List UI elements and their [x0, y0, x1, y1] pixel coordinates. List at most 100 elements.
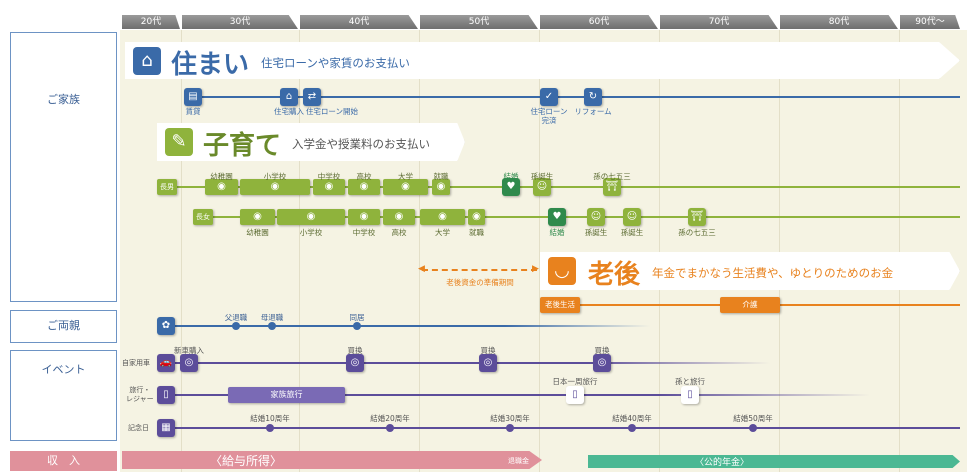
kid-event-label: 孫誕生 — [530, 172, 554, 181]
baby-icon[interactable]: ☺ — [623, 208, 641, 226]
section-event: イベント — [10, 350, 117, 441]
kids-title: 子育て — [203, 131, 282, 161]
event-dot[interactable] — [266, 424, 274, 432]
stage-label: 小学校 — [263, 172, 287, 181]
event-dot[interactable] — [749, 424, 757, 432]
stage-label: 高校 — [356, 172, 372, 181]
car-event-icon[interactable]: ◎ — [180, 354, 198, 372]
prep-period-label: 老後資金の準備期間 — [446, 278, 514, 287]
car-event-label: 買換 — [347, 346, 363, 355]
stage-label: 就職 — [469, 228, 484, 237]
loan-done-icon[interactable]: ✓ — [540, 88, 558, 106]
house-icon: ⌂ — [133, 47, 161, 75]
kid-event-label: 結婚 — [549, 228, 565, 237]
suitcase-icon[interactable]: ▯ — [157, 386, 175, 404]
stage-label: 幼稚園 — [210, 172, 233, 181]
age-header: 70代 — [660, 15, 778, 29]
parents-line — [166, 325, 650, 327]
anniversary-label: 結婚40周年 — [612, 414, 652, 423]
school-stage[interactable]: ◉ — [420, 209, 465, 225]
stage-label: 高校 — [391, 228, 407, 237]
event-dot[interactable] — [628, 424, 636, 432]
retire-banner: ◡ 老後 年金でまかなう生活費や、ゆとりのためのお金 — [540, 252, 960, 290]
baby-icon[interactable]: ☺ — [533, 178, 551, 196]
housing-line — [193, 96, 960, 98]
salary-bar — [122, 451, 542, 469]
parent-event-label: 父退職 — [224, 313, 248, 322]
gift-icon[interactable]: ▦ — [157, 419, 175, 437]
car-event-label: 新車購入 — [174, 346, 204, 355]
retire-title: 老後 — [588, 260, 641, 290]
daughter-label: 長女 — [193, 209, 213, 225]
arrow-left-icon: ◀ — [418, 264, 425, 274]
section-parents: ご両親 — [10, 310, 117, 343]
age-divider — [539, 30, 540, 472]
event-dot[interactable] — [386, 424, 394, 432]
retirement-pay-label: 退職金 — [508, 457, 529, 465]
school-stage[interactable]: ◉ — [240, 179, 310, 195]
salary-label: 〈給与所得〉 — [210, 454, 283, 468]
daughter-line — [195, 216, 960, 218]
school-stage[interactable]: ◉ — [432, 179, 450, 195]
school-stage[interactable]: ◉ — [383, 209, 415, 225]
house-icon[interactable]: ⌂ — [280, 88, 298, 106]
son-label: 長男 — [157, 179, 177, 195]
pension-label: 〈公的年金〉 — [695, 458, 750, 468]
baby-icon[interactable]: ☺ — [587, 208, 605, 226]
stage-label: 大学 — [435, 228, 450, 237]
age-header: 50代 — [420, 15, 538, 29]
school-stage[interactable]: ◉ — [348, 179, 380, 195]
car-event-icon[interactable]: ◎ — [346, 354, 364, 372]
reform-icon[interactable]: ↻ — [584, 88, 602, 106]
car-icon[interactable]: 🚗 — [157, 354, 175, 372]
kids-subtitle: 入学金や授業料のお支払い — [292, 137, 430, 151]
family-trip-bar[interactable]: 家族旅行 — [228, 387, 345, 403]
age-divider — [419, 30, 420, 472]
age-header: 80代 — [780, 15, 898, 29]
car-label: 自家用車 — [122, 359, 150, 367]
stage-label: 中学校 — [352, 228, 376, 237]
travel-event-label: 日本一周旅行 — [552, 377, 598, 386]
school-stage[interactable]: ◉ — [468, 209, 485, 225]
retire-stage[interactable]: 介護 — [720, 297, 780, 313]
age-header: 40代 — [300, 15, 418, 29]
kid-event-label: 孫の七五三 — [593, 172, 631, 181]
retire-stage[interactable]: 老後生活 — [540, 297, 580, 313]
school-stage[interactable]: ◉ — [205, 179, 238, 195]
son-line — [159, 186, 960, 188]
heart-icon[interactable]: ♥ — [548, 208, 566, 226]
shrine-gate-icon[interactable]: ⛩ — [603, 178, 621, 196]
event-dot[interactable] — [506, 424, 514, 432]
event-dot[interactable] — [268, 322, 276, 330]
shrine-gate-icon[interactable]: ⛩ — [688, 208, 706, 226]
suitcase-icon[interactable]: ▯ — [566, 386, 584, 404]
parent-event-label: 母退職 — [260, 313, 284, 322]
school-stage[interactable]: ◉ — [383, 179, 428, 195]
parents-icon[interactable]: ✿ — [157, 317, 175, 335]
car-event-label: 買換 — [594, 346, 610, 355]
stage-label: 大学 — [398, 172, 413, 181]
age-header: 30代 — [182, 15, 298, 29]
kid-event-label: 孫誕生 — [584, 228, 608, 237]
car-event-icon[interactable]: ◎ — [479, 354, 497, 372]
event-dot[interactable] — [232, 322, 240, 330]
school-stage[interactable]: ◉ — [313, 179, 345, 195]
age-divider — [299, 30, 300, 472]
car-event-icon[interactable]: ◎ — [593, 354, 611, 372]
suitcase-icon[interactable]: ▯ — [681, 386, 699, 404]
loan-icon[interactable]: ⇄ — [303, 88, 321, 106]
heart-icon[interactable]: ♥ — [502, 178, 520, 196]
event-dot[interactable] — [353, 322, 361, 330]
kids-banner: ✎ 子育て 入学金や授業料のお支払い — [157, 123, 465, 161]
school-stage[interactable]: ◉ — [277, 209, 345, 225]
rental-icon[interactable]: ▤ — [184, 88, 202, 106]
school-stage[interactable]: ◉ — [240, 209, 275, 225]
section-income: 収 入 — [10, 451, 117, 471]
age-divider — [659, 30, 660, 472]
school-stage[interactable]: ◉ — [348, 209, 380, 225]
anniversary-line — [170, 427, 960, 429]
pension-bar — [588, 455, 960, 468]
kid-event-label: 孫誕生 — [620, 228, 644, 237]
travel-event-label: 孫と旅行 — [675, 377, 705, 386]
age-divider — [181, 30, 182, 472]
